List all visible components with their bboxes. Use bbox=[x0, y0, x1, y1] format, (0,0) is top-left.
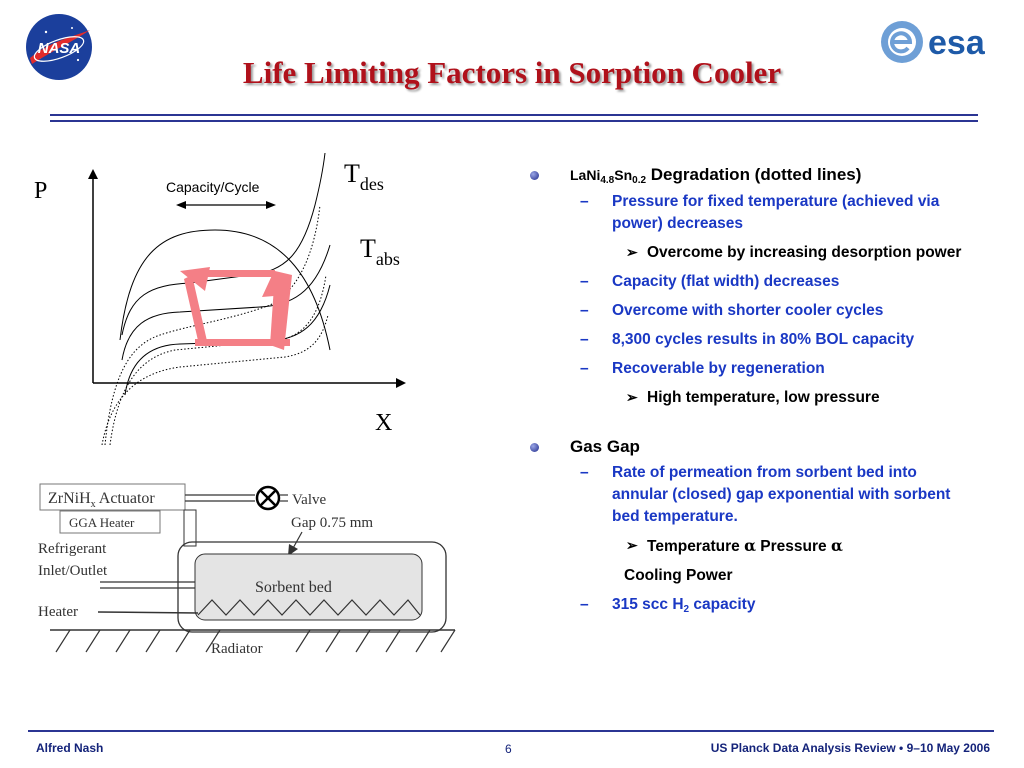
radiator-label: Radiator bbox=[211, 641, 263, 657]
gga-heater-box bbox=[59, 510, 161, 534]
arrow-bullet-icon: ➢ bbox=[626, 244, 638, 260]
isotherm-graph: P X Capacity/Cycle Tdes Tabs bbox=[34, 152, 406, 445]
sub-sub-bullet: ➢High temperature, low pressure bbox=[530, 387, 970, 409]
sub-sub-bullet: ➢Overcome by increasing desorption power bbox=[530, 242, 970, 264]
sub-bullet: –Rate of permeation from sorbent bed int… bbox=[580, 464, 951, 525]
sorption-bed-schematic: ZrNiHx Actuator GGA Heater Valve Gap 0.7… bbox=[38, 483, 456, 657]
x-axis-label: X bbox=[375, 410, 392, 436]
degraded-isotherm-des bbox=[104, 204, 321, 445]
two-phase-dome bbox=[119, 229, 331, 351]
valve-symbol bbox=[255, 485, 281, 511]
heater-lead bbox=[97, 611, 199, 614]
nasa-logo: NASA bbox=[26, 14, 92, 80]
y-axis-label: P bbox=[34, 178, 47, 204]
capacity-label: Capacity/Cycle bbox=[166, 179, 260, 195]
header-rule-top bbox=[50, 114, 978, 116]
footer-author: Alfred Nash bbox=[36, 741, 104, 755]
cycle-arrows bbox=[180, 267, 292, 350]
sorbent-bed bbox=[194, 553, 423, 621]
bullet-dot-icon bbox=[530, 171, 539, 180]
arrow-bullet-icon: ➢ bbox=[626, 389, 638, 405]
y-axis-arrow bbox=[88, 169, 98, 179]
esa-logo: esa bbox=[881, 21, 986, 63]
sub-bullet: –8,300 cycles results in 80% BOL capacit… bbox=[580, 331, 915, 348]
footer-event: US Planck Data Analysis Review • 9–10 Ma… bbox=[710, 741, 990, 755]
isotherm-des bbox=[121, 152, 326, 336]
esa-logo-text: esa bbox=[928, 24, 986, 62]
t-abs-label: Tabs bbox=[360, 234, 400, 269]
sub-sub-bullet: ➢Temperature α Pressure α bbox=[626, 536, 843, 555]
t-des-label: Tdes bbox=[344, 159, 384, 194]
outer-shell bbox=[177, 541, 447, 633]
heater-coil bbox=[197, 599, 421, 616]
isotherm-mid bbox=[121, 244, 331, 361]
actuator-label: ZrNiHx Actuator bbox=[48, 490, 155, 510]
bullet-list: LaNi4.8Sn0.2 Degradation (dotted lines) … bbox=[530, 165, 970, 628]
page-number: 6 bbox=[505, 742, 512, 756]
sub-bullet: –Recoverable by regeneration bbox=[580, 360, 825, 377]
gga-heater-label: GGA Heater bbox=[69, 515, 135, 530]
inlet-outlet-label: Inlet/Outlet bbox=[38, 563, 108, 579]
sorbent-bed-label: Sorbent bed bbox=[255, 579, 332, 596]
arrow-bullet-icon: ➢ bbox=[626, 537, 638, 553]
heater-label: Heater bbox=[38, 604, 78, 620]
x-axis-arrow bbox=[396, 378, 406, 388]
bullet-gas-gap: Gas Gap bbox=[530, 437, 970, 457]
nasa-logo-text: NASA bbox=[38, 40, 81, 57]
footer-rule bbox=[28, 730, 994, 732]
sub-bullet: –315 scc H2 capacity bbox=[580, 596, 756, 615]
valve-label: Valve bbox=[292, 492, 326, 508]
page-title: Life Limiting Factors in Sorption Cooler bbox=[242, 55, 782, 90]
degraded-isotherm-mid bbox=[109, 274, 327, 445]
gap-label: Gap 0.75 mm bbox=[291, 515, 373, 531]
sub-bullet: –Capacity (flat width) decreases bbox=[580, 273, 840, 290]
radiator-hatching bbox=[55, 629, 456, 653]
header-rule-bottom bbox=[50, 120, 978, 122]
actuator-box bbox=[39, 483, 186, 511]
continuation-text: Cooling Power bbox=[624, 567, 733, 584]
refrigerant-label: Refrigerant bbox=[38, 541, 107, 557]
bullet-lani-degradation: LaNi4.8Sn0.2 Degradation (dotted lines) bbox=[530, 165, 970, 186]
bullet-dot-icon bbox=[530, 443, 539, 452]
degraded-isotherm-abs bbox=[101, 314, 329, 445]
sub-bullet: –Pressure for fixed temperature (achieve… bbox=[580, 193, 940, 232]
sub-bullet: –Overcome with shorter cooler cycles bbox=[580, 302, 884, 319]
